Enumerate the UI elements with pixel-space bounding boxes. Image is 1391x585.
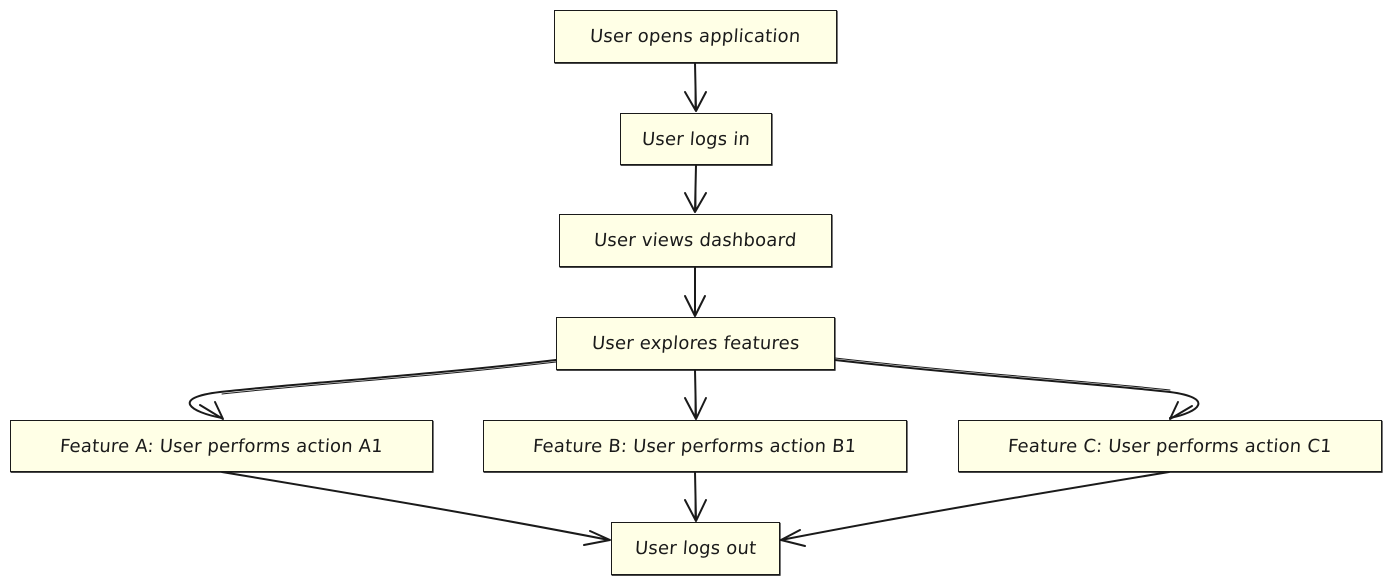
node-user-logs-in: User logs in	[620, 113, 772, 165]
edge-explore-to-feature-b	[684, 369, 707, 420]
node-label: Feature A: User performs action A1	[59, 435, 384, 457]
node-label: Feature B: User performs action B1	[532, 435, 858, 457]
edge-login-to-dashboard	[684, 164, 707, 213]
node-user-opens-application: User opens application	[554, 10, 837, 63]
edge-dashboard-to-explore	[684, 266, 706, 317]
node-user-views-dashboard: User views dashboard	[559, 214, 832, 267]
node-label: Feature C: User performs action C1	[1007, 435, 1333, 457]
node-label: User logs in	[641, 128, 751, 150]
edge-open-to-login	[684, 62, 707, 112]
edge-feature-c-to-logout	[780, 471, 1170, 547]
node-label: User opens application	[589, 26, 802, 47]
node-user-logs-out: User logs out	[611, 522, 780, 575]
node-user-explores-features: User explores features	[556, 317, 835, 370]
edge-feature-a-to-logout	[221, 471, 611, 546]
node-feature-a: Feature A: User performs action A1	[10, 420, 433, 472]
edge-explore-to-feature-a	[188, 359, 557, 420]
node-label: User explores features	[590, 333, 800, 354]
edge-feature-b-to-logout	[684, 471, 707, 522]
node-feature-c: Feature C: User performs action C1	[958, 420, 1382, 472]
node-feature-b: Feature B: User performs action B1	[483, 420, 907, 472]
node-label: User views dashboard	[593, 230, 798, 251]
node-label: User logs out	[634, 538, 757, 559]
edge-explore-to-feature-c	[834, 357, 1200, 420]
